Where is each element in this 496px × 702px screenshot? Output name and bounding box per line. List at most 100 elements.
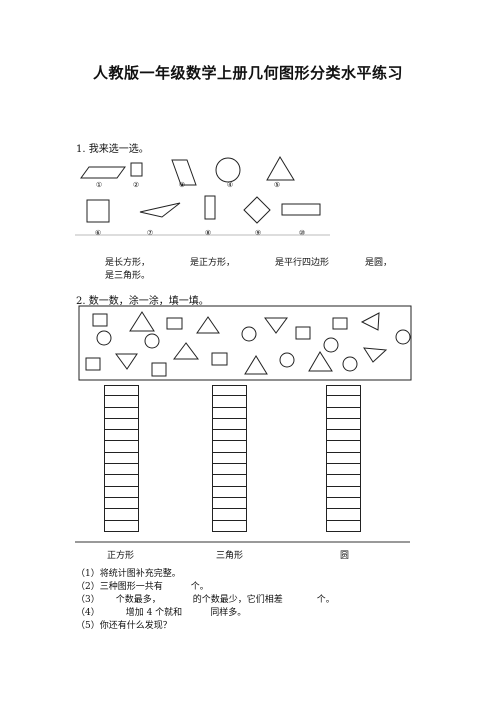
tally-cell[interactable] (104, 385, 139, 397)
tally-cell[interactable] (212, 441, 247, 453)
label-6: ⑥ (94, 229, 102, 237)
shape-9-diamond (243, 196, 271, 224)
q2-square (295, 326, 311, 340)
q1-answer-rectangle: 是长方形， (105, 258, 151, 268)
q2-triangle (308, 351, 333, 372)
shape-7-triangle (139, 202, 181, 218)
label-1: ① (95, 181, 103, 189)
q2-triangle (264, 317, 288, 334)
tally-cell[interactable] (326, 497, 361, 510)
tally-cell[interactable] (326, 509, 361, 521)
q2-heading: 2. 数一数，涂一涂，填一填。 (76, 296, 209, 307)
tally-cell[interactable] (212, 464, 247, 476)
tally-cell[interactable] (212, 509, 247, 521)
tally-cell[interactable] (326, 441, 361, 453)
tally-cell[interactable] (104, 520, 139, 532)
shape-4-circle (215, 157, 241, 183)
tally-cell[interactable] (104, 430, 139, 442)
column-label-triangle: 三角形 (216, 551, 244, 561)
q2-triangle (363, 347, 388, 363)
subq-1: （1）将统计图补充完整。 (76, 569, 181, 579)
tally-cell[interactable] (326, 396, 361, 408)
q2-circle (279, 352, 295, 368)
tally-cell[interactable] (326, 520, 361, 532)
tally-cell[interactable] (212, 396, 247, 408)
tally-cell[interactable] (104, 418, 139, 431)
shapes-frame (78, 305, 412, 381)
q1-heading: 1. 我来选一选。 (76, 144, 149, 155)
tally-cell[interactable] (104, 497, 139, 510)
q2-square (85, 357, 101, 371)
q2-circle (241, 326, 257, 342)
tally-cell[interactable] (212, 497, 247, 510)
q2-square (166, 317, 183, 330)
shape-1-parallelogram (80, 166, 126, 179)
tally-cell[interactable] (212, 452, 247, 465)
subq-3: （3）个数最多，的个数最少，它们相差个。 (76, 595, 335, 605)
q2-square (332, 317, 348, 330)
q2-triangle (244, 355, 268, 375)
tally-cell[interactable] (326, 486, 361, 498)
q2-circle (323, 337, 339, 353)
q1-answer-square: 是正方形， (190, 258, 236, 268)
tally-cell[interactable] (104, 407, 139, 419)
tally-cell[interactable] (212, 520, 247, 532)
tally-cell[interactable] (212, 407, 247, 419)
tally-cell[interactable] (326, 407, 361, 419)
tally-cell[interactable] (104, 441, 139, 453)
subq-2: （2）三种图形一共有个。 (76, 582, 209, 592)
q2-triangle (115, 353, 138, 370)
column-label-square: 正方形 (107, 551, 135, 561)
tally-cell[interactable] (326, 430, 361, 442)
shape-5-triangle (266, 156, 295, 181)
label-8: ⑧ (204, 229, 212, 237)
tally-column-circle[interactable] (326, 385, 361, 532)
page-title: 人教版一年级数学上册几何图形分类水平练习 (92, 64, 403, 82)
q2-triangle (129, 311, 155, 332)
tally-cell[interactable] (212, 418, 247, 431)
label-2: ② (132, 181, 140, 189)
q2-triangle (173, 342, 199, 360)
label-10: ⑩ (298, 229, 306, 237)
tally-cell[interactable] (104, 509, 139, 521)
q2-triangle (360, 312, 380, 331)
label-3: ③ (178, 181, 186, 189)
q2-square (92, 313, 108, 327)
subq-4: （4）增加 4 个就和同样多。 (76, 608, 247, 618)
label-4: ④ (226, 181, 234, 189)
shape-3-parallelogram (171, 159, 197, 186)
tally-cell[interactable] (326, 452, 361, 465)
subq-5: （5）你还有什么发现？ (76, 621, 172, 631)
label-7: ⑦ (146, 229, 154, 237)
column-label-circle: 圆 (340, 551, 350, 561)
q2-circle (342, 356, 358, 372)
tally-cell[interactable] (326, 418, 361, 431)
q2-circle (395, 329, 411, 345)
tally-cell[interactable] (104, 486, 139, 498)
q2-square (151, 362, 167, 377)
tally-cell[interactable] (104, 475, 139, 487)
shape-2-square (130, 162, 143, 177)
shape-6-square (86, 199, 110, 223)
tally-column-triangle[interactable] (212, 385, 247, 532)
tally-cell[interactable] (326, 385, 361, 397)
label-5: ⑤ (273, 181, 281, 189)
tally-cell[interactable] (326, 464, 361, 476)
q1-answer-circle: 是圆， (365, 258, 393, 268)
tally-cell[interactable] (212, 486, 247, 498)
tally-cell[interactable] (326, 475, 361, 487)
q2-triangle (196, 316, 220, 334)
tally-cell[interactable] (104, 464, 139, 476)
tally-cell[interactable] (212, 430, 247, 442)
tally-cell[interactable] (104, 452, 139, 465)
tally-cell[interactable] (104, 396, 139, 408)
tally-cell[interactable] (212, 385, 247, 397)
q2-circle (96, 330, 112, 346)
shape-10-rectangle (281, 203, 321, 216)
tally-column-square[interactable] (104, 385, 139, 532)
shape-8-rectangle (204, 195, 216, 220)
q2-square (211, 352, 228, 366)
tally-cell[interactable] (212, 475, 247, 487)
